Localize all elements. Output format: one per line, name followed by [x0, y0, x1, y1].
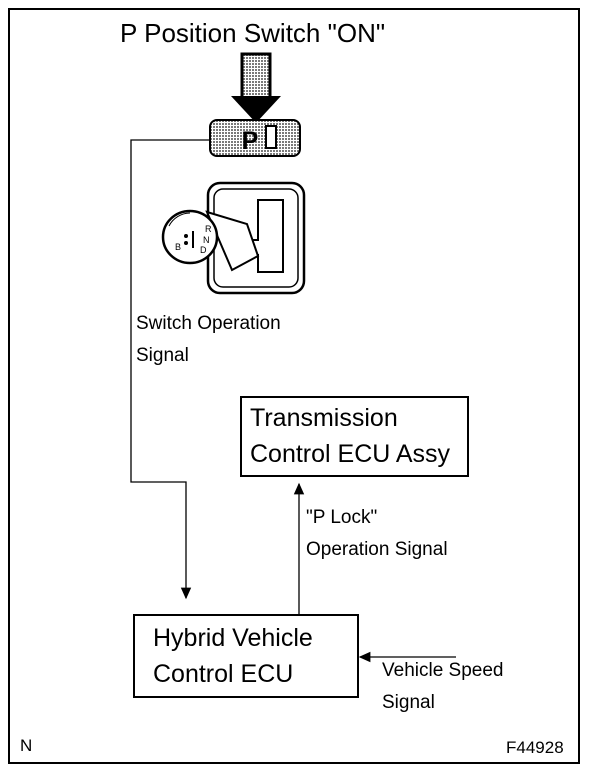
- shift-label-r: R: [205, 224, 212, 234]
- switch-signal-line: [130, 139, 210, 600]
- shift-label-n: N: [203, 235, 210, 245]
- diagram-title: P Position Switch "ON": [120, 18, 386, 48]
- figure-code: F44928: [506, 738, 564, 757]
- switch-p-letter: P: [242, 127, 259, 155]
- p-position-switch: P: [209, 119, 301, 157]
- press-arrow: [231, 52, 281, 123]
- switch-operation-label: Switch Operation Signal: [136, 313, 281, 366]
- vehicle-speed-label: Vehicle Speed Signal: [382, 660, 504, 713]
- hybrid-vehicle-ecu-label: Hybrid Vehicle Control ECU: [153, 624, 313, 688]
- transmission-ecu-label: Transmission Control ECU Assy: [250, 404, 451, 468]
- hybrid-vehicle-ecu-box: Hybrid Vehicle Control ECU: [133, 614, 359, 698]
- shift-label-b: B: [175, 242, 181, 252]
- diagram-frame: [8, 8, 580, 764]
- corner-n-mark: N: [20, 736, 33, 755]
- shift-label-d: D: [200, 245, 207, 255]
- p-lock-operation-label: "P Lock" Operation Signal: [306, 507, 448, 560]
- transmission-ecu-box: Transmission Control ECU Assy: [240, 396, 469, 477]
- shift-lever-icon: R N D B: [161, 181, 306, 295]
